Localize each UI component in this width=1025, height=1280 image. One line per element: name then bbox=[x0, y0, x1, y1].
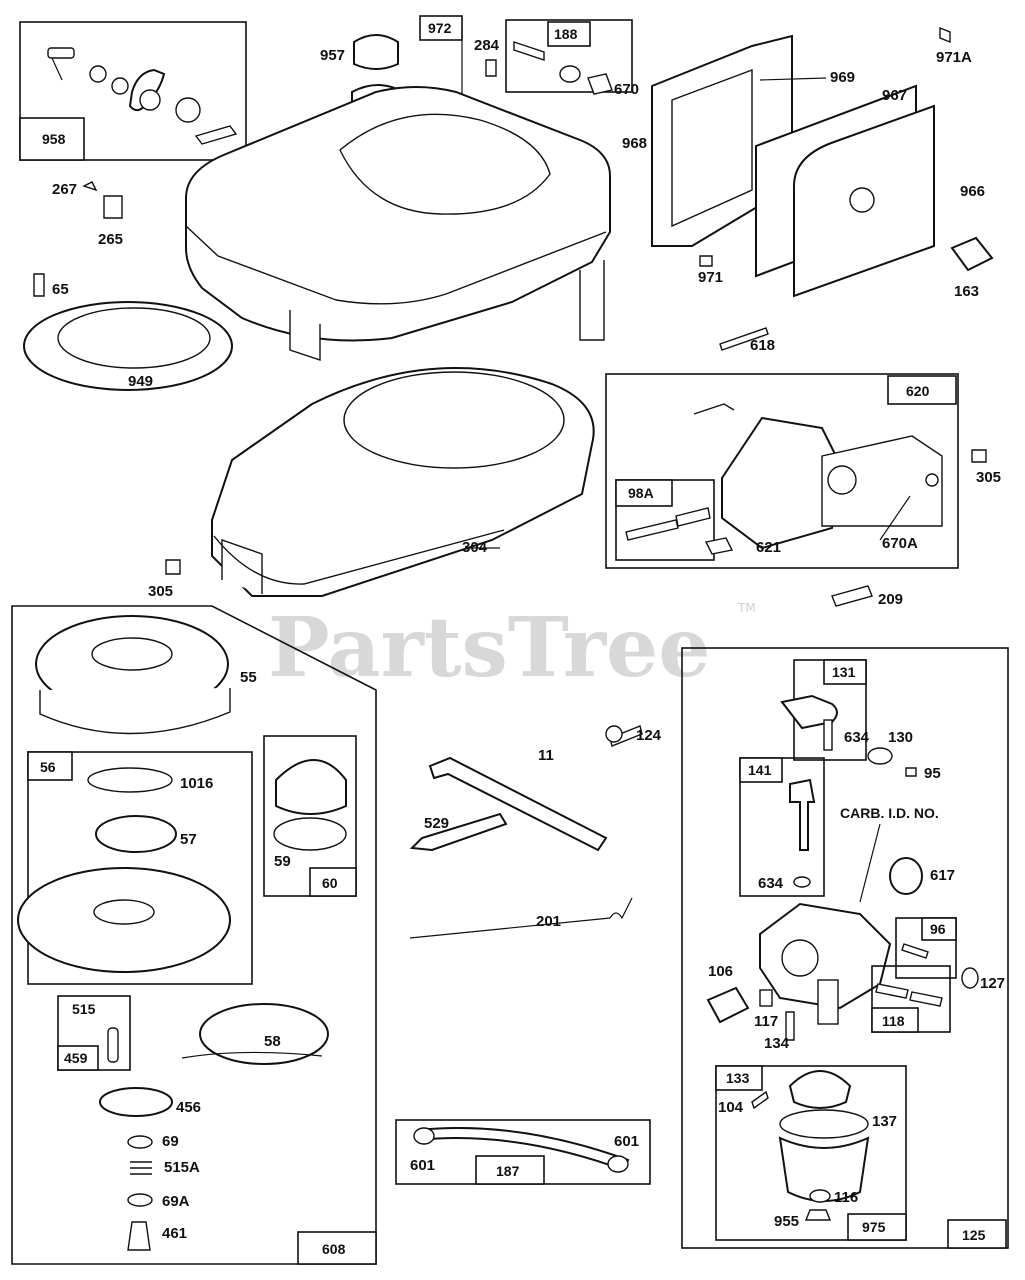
label-267: 267 bbox=[52, 181, 77, 198]
label-620: 620 bbox=[906, 383, 930, 399]
watermark: PartsTree bbox=[268, 600, 710, 696]
label-124: 124 bbox=[636, 727, 662, 744]
group-620-box: 620 98A 621 670A bbox=[605, 373, 959, 569]
label-134: 134 bbox=[764, 1035, 790, 1052]
label-969: 969 bbox=[830, 69, 855, 86]
label-133: 133 bbox=[726, 1070, 750, 1086]
group-958-box: 958 bbox=[19, 21, 247, 161]
label-96: 96 bbox=[930, 921, 946, 937]
label-104: 104 bbox=[718, 1099, 744, 1116]
label-618: 618 bbox=[750, 337, 775, 354]
label-127: 127 bbox=[980, 975, 1005, 992]
label-955: 955 bbox=[774, 1213, 799, 1230]
label-95: 95 bbox=[924, 765, 941, 782]
label-515A: 515A bbox=[164, 1159, 200, 1176]
label-601-left: 601 bbox=[410, 1157, 435, 1174]
label-621: 621 bbox=[756, 539, 781, 556]
label-118: 118 bbox=[882, 1013, 905, 1029]
blower-housing: 304 bbox=[211, 367, 595, 597]
label-305-right: 305 bbox=[976, 469, 1001, 486]
label-958: 958 bbox=[42, 131, 66, 147]
label-972: 972 bbox=[428, 20, 452, 36]
label-187: 187 bbox=[496, 1163, 520, 1179]
label-515: 515 bbox=[72, 1001, 96, 1017]
part-949: 949 bbox=[23, 301, 233, 391]
label-98A: 98A bbox=[628, 485, 654, 501]
label-957: 957 bbox=[320, 47, 345, 64]
label-601-right: 601 bbox=[614, 1133, 639, 1150]
label-529: 529 bbox=[424, 815, 449, 832]
label-634-top: 634 bbox=[844, 729, 870, 746]
label-201: 201 bbox=[536, 913, 561, 930]
group-188-box: 188 bbox=[505, 19, 633, 93]
label-617: 617 bbox=[930, 867, 955, 884]
group-125-box: 125 131 634 130 95 141 634 CARB. I.D. NO… bbox=[681, 647, 1009, 1249]
label-265: 265 bbox=[98, 231, 123, 248]
label-971: 971 bbox=[698, 269, 723, 286]
carb-id-note: CARB. I.D. NO. bbox=[840, 805, 939, 821]
label-69A: 69A bbox=[162, 1193, 190, 1210]
label-634-bottom: 634 bbox=[758, 875, 784, 892]
label-131: 131 bbox=[832, 664, 856, 680]
watermark-tm: TM bbox=[737, 601, 756, 615]
label-284: 284 bbox=[474, 37, 500, 54]
label-1016: 1016 bbox=[180, 775, 213, 792]
label-116: 116 bbox=[834, 1189, 858, 1206]
label-608: 608 bbox=[322, 1241, 346, 1257]
label-56: 56 bbox=[40, 759, 56, 775]
label-141: 141 bbox=[748, 762, 772, 778]
label-125: 125 bbox=[962, 1227, 986, 1243]
label-130: 130 bbox=[888, 729, 913, 746]
label-966: 966 bbox=[960, 183, 985, 200]
label-456: 456 bbox=[176, 1099, 201, 1116]
label-58: 58 bbox=[264, 1033, 281, 1050]
label-137: 137 bbox=[872, 1113, 897, 1130]
label-305-left: 305 bbox=[148, 583, 173, 600]
label-57: 57 bbox=[180, 831, 197, 848]
label-461: 461 bbox=[162, 1225, 187, 1242]
label-55: 55 bbox=[240, 669, 257, 686]
label-188: 188 bbox=[554, 26, 578, 42]
label-59: 59 bbox=[274, 853, 291, 870]
fuel-tank: 972 957 284 bbox=[185, 15, 611, 361]
label-949: 949 bbox=[128, 373, 153, 390]
label-975: 975 bbox=[862, 1219, 886, 1235]
label-117: 117 bbox=[754, 1013, 778, 1030]
group-608-box: 608 55 56 1016 57 60 59 515 459 58 bbox=[11, 605, 377, 1265]
label-163: 163 bbox=[954, 283, 979, 300]
group-187-box: 187 601 601 bbox=[395, 1119, 651, 1185]
label-65: 65 bbox=[52, 281, 69, 298]
label-69: 69 bbox=[162, 1133, 179, 1150]
label-971A: 971A bbox=[936, 49, 972, 66]
air-cleaner: 971A 969 968 967 966 971 163 bbox=[622, 26, 994, 300]
label-11: 11 bbox=[538, 747, 554, 764]
label-459: 459 bbox=[64, 1050, 88, 1066]
label-670: 670 bbox=[614, 81, 639, 98]
label-106: 106 bbox=[708, 963, 733, 980]
label-60: 60 bbox=[322, 875, 338, 891]
label-670A: 670A bbox=[882, 535, 918, 552]
label-304: 304 bbox=[462, 539, 488, 556]
label-967: 967 bbox=[882, 87, 907, 104]
label-209: 209 bbox=[878, 591, 903, 608]
label-968: 968 bbox=[622, 135, 647, 152]
